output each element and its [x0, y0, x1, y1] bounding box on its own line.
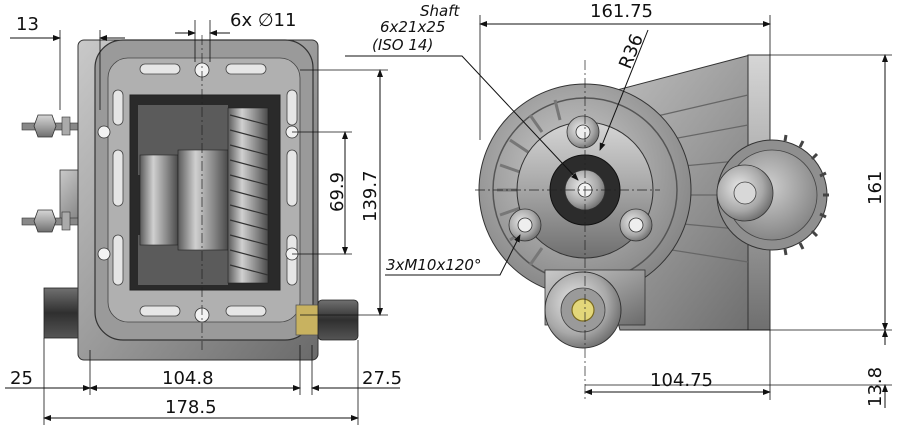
dim-25: 25 — [10, 368, 33, 389]
output-shaft-right — [317, 299, 359, 341]
flange-holes — [97, 62, 299, 323]
note-shaft: Shaft — [420, 2, 461, 20]
dim-104-8: 104.8 — [162, 368, 214, 389]
plate-bolts — [508, 115, 653, 242]
dim-13-8: 13.8 — [865, 367, 886, 407]
note-shaft-standard: (ISO 14) — [372, 36, 433, 54]
dim-161-75: 161.75 — [590, 1, 653, 22]
dim-27-5: 27.5 — [362, 368, 402, 389]
note-shaft-spec: 6x21x25 — [380, 18, 445, 36]
stud-lower — [21, 209, 81, 233]
dim-139-7: 139.7 — [360, 170, 381, 222]
dim-holes: 6x ∅11 — [230, 10, 296, 31]
bevel-gear-teeth — [227, 107, 269, 284]
dim-104-75: 104.75 — [650, 370, 713, 391]
note-bolts: 3xM10x120° — [386, 256, 481, 274]
dim-r36: R36 — [615, 31, 648, 72]
dim-178-5: 178.5 — [165, 397, 217, 418]
flange-slots — [112, 63, 298, 317]
dim-13: 13 — [16, 14, 39, 35]
clutch-drum — [139, 154, 179, 246]
gear-hub — [177, 149, 229, 251]
brass-bushing — [571, 298, 595, 322]
dimension-labels: 13 6x ∅11 161.75 69.9 139.7 161 R36 25 1… — [10, 1, 886, 418]
stud-upper — [21, 114, 81, 138]
dim-69-9: 69.9 — [327, 172, 348, 212]
dim-161: 161 — [865, 171, 886, 205]
front-view-pto — [21, 35, 359, 361]
side-view-pto — [475, 54, 829, 400]
dimension-lines — [5, 15, 892, 425]
note-labels: Shaft 6x21x25 (ISO 14) 3xM10x120° — [372, 2, 481, 274]
